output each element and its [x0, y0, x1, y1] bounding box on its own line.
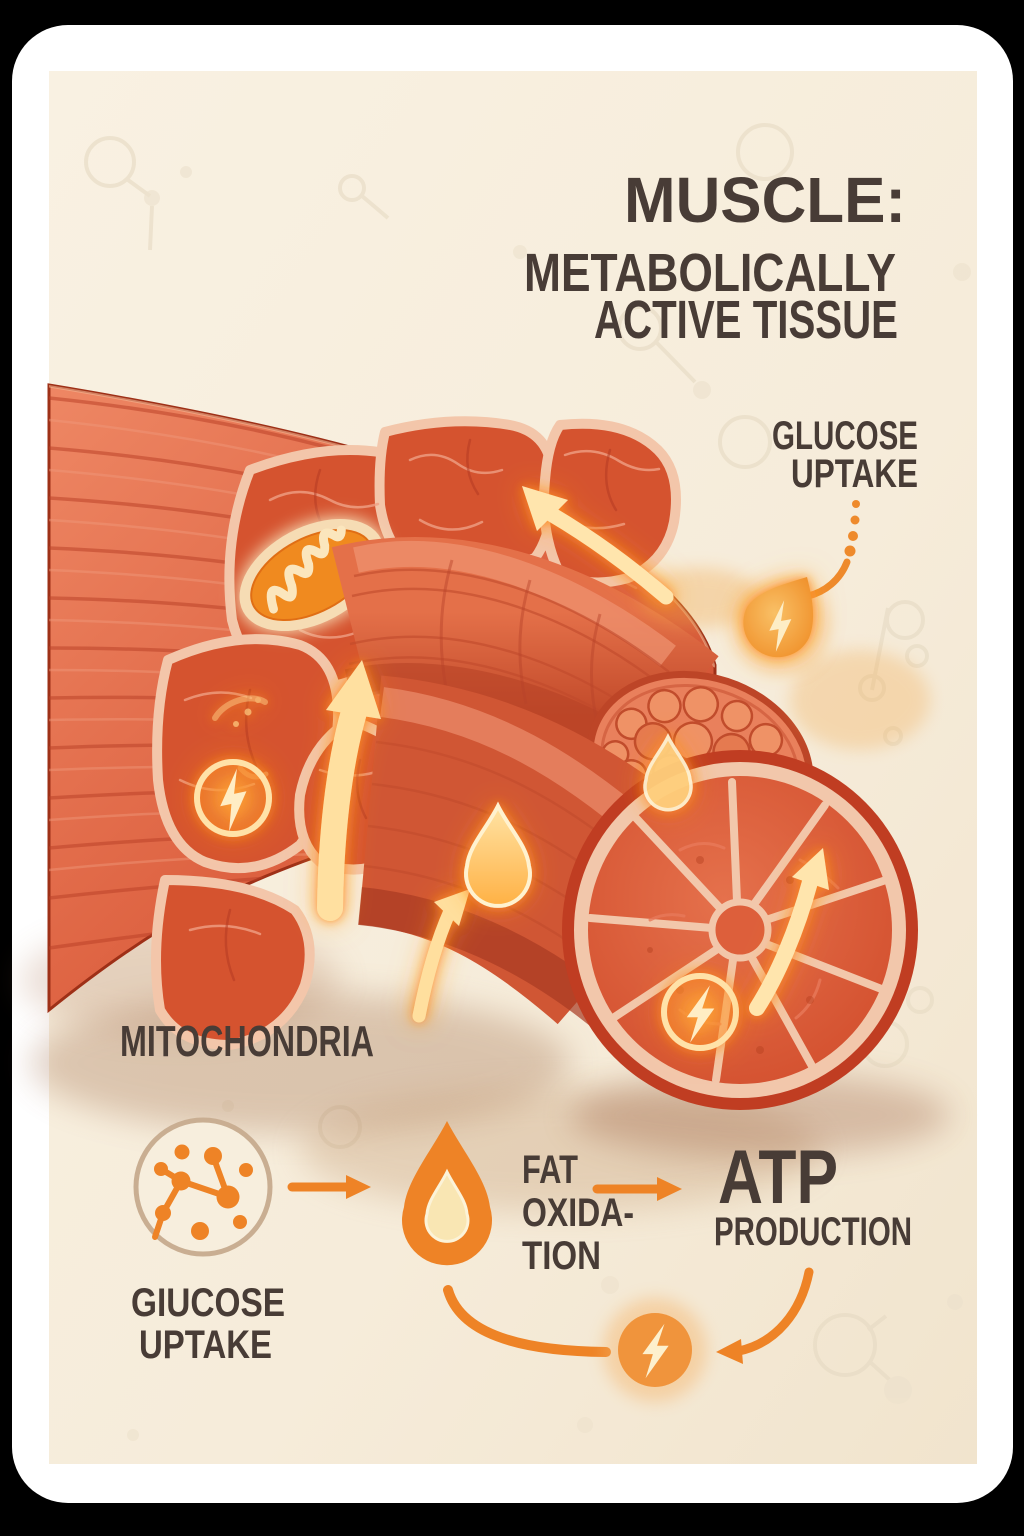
label-glucose-uptake-top-line1: GLUCOSE	[772, 414, 918, 458]
bolt-ring-icon-left	[194, 759, 272, 837]
title-line2: METABOLICALLY	[524, 243, 896, 303]
glow-dust	[640, 568, 760, 628]
process-flow	[133, 1117, 814, 1402]
large-fiber-cut-face	[562, 750, 918, 1110]
flow-curve-left	[443, 1285, 611, 1357]
flow-curve-right-arrow	[716, 1267, 814, 1364]
title-line1: MUSCLE:	[624, 164, 906, 236]
glow-arrow-big-left	[317, 660, 381, 921]
label-glucose-uptake-top-line2: UPTAKE	[791, 452, 918, 496]
glow-dust	[790, 650, 930, 750]
label-mitochondria: MITOCHONDRIA	[120, 1017, 374, 1066]
label-fat-line1: FAT	[522, 1148, 578, 1192]
label-atp-production: PRODUCTION	[714, 1210, 912, 1254]
glow-droplet-mid	[464, 801, 532, 908]
glucose-uptake-pointer	[733, 500, 860, 674]
label-glucose-uptake-bottom-line1: GIUCOSE	[131, 1281, 285, 1325]
glow-droplet-small	[643, 733, 693, 812]
label-fat-line3: TION	[522, 1234, 601, 1278]
text-labels: MUSCLE: METABOLICALLY ACTIVE TISSUE GLUC…	[120, 164, 918, 1367]
flow-arrow-2	[592, 1177, 682, 1201]
label-glucose-uptake-bottom-line2: UPTAKE	[139, 1323, 272, 1367]
glow-arrow-face	[749, 848, 829, 1016]
atp-bolt-icon	[603, 1298, 707, 1402]
glow-arrow-to-droplet	[412, 889, 470, 1023]
muscle-illustration	[47, 383, 930, 1110]
glow-arrow-top	[522, 486, 674, 605]
label-fat-line2: OXIDA-	[522, 1191, 634, 1235]
fat-droplet-icon	[402, 1121, 492, 1266]
flow-arrow-1	[287, 1175, 371, 1199]
glucose-molecule-icon	[133, 1117, 273, 1257]
bolt-ring-icon-face	[661, 973, 739, 1051]
title-line3: ACTIVE TISSUE	[594, 290, 898, 350]
label-atp: ATP	[718, 1135, 838, 1220]
glucose-energy-droplet-icon	[743, 577, 814, 658]
